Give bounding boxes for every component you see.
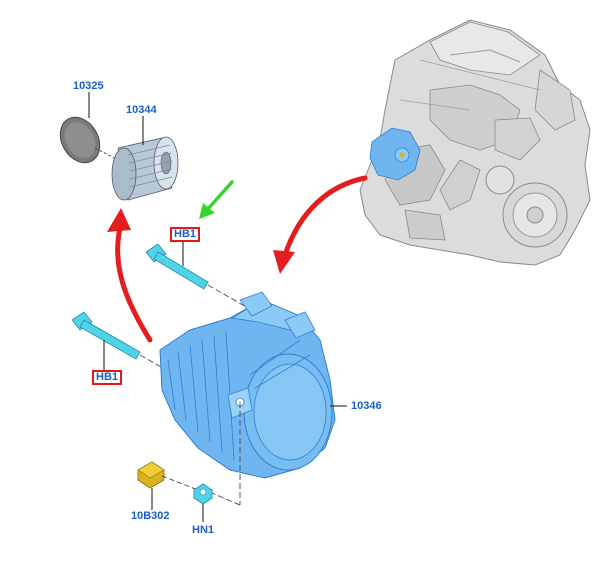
red-arrowhead-upper bbox=[107, 208, 131, 232]
connector-illustration bbox=[137, 461, 199, 491]
label-10b302: 10B302 bbox=[131, 510, 170, 522]
alternator-illustration bbox=[159, 291, 336, 506]
engine-illustration bbox=[359, 19, 591, 266]
label-hn1: HN1 bbox=[192, 524, 215, 536]
green-arrowhead bbox=[199, 203, 215, 219]
green-arrow-shaft bbox=[205, 180, 234, 212]
pulley-illustration bbox=[111, 136, 179, 201]
label-10346: 10346 bbox=[351, 400, 382, 412]
pulley-cap-illustration bbox=[59, 116, 119, 164]
label-hb1-lower: HB1 bbox=[92, 370, 123, 385]
bolt-lower-illustration bbox=[71, 311, 171, 373]
red-arrow-alternator-to-pulley bbox=[115, 225, 153, 343]
label-hb1-upper: HB1 bbox=[170, 227, 201, 242]
label-10344: 10344 bbox=[126, 104, 157, 116]
nut-illustration bbox=[193, 483, 213, 505]
red-arrowhead-lower bbox=[273, 250, 295, 274]
engine-alternator-highlight bbox=[369, 127, 421, 181]
label-10325: 10325 bbox=[73, 80, 104, 92]
red-arrow-engine-to-alternator bbox=[282, 175, 368, 258]
